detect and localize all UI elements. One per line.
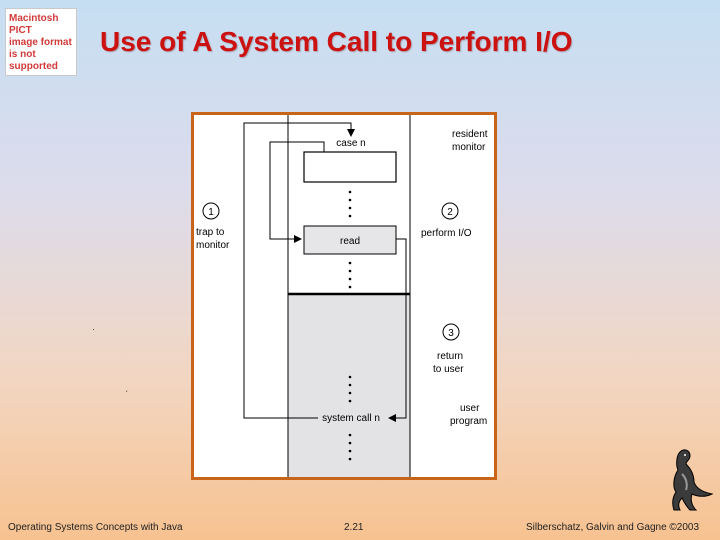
- step-3-label: return to user: [433, 351, 466, 375]
- stray-mark: ·: [92, 324, 95, 334]
- placeholder-line: Macintosh PICT: [9, 13, 73, 37]
- slide-title: Use of A System Call to Perform I/O: [100, 26, 660, 58]
- placeholder-line: is not supported: [9, 49, 73, 73]
- footer-slide-number: 2.21: [344, 522, 363, 533]
- read-label: read: [340, 236, 360, 247]
- case-box: [304, 152, 396, 182]
- unsupported-image-placeholder: Macintosh PICT image format is not suppo…: [5, 8, 77, 76]
- user-program-label: user program: [450, 403, 487, 427]
- placeholder-line: image format: [9, 37, 73, 49]
- footer-book-title: Operating Systems Concepts with Java: [8, 522, 183, 533]
- resident-monitor-label: resident monitor: [452, 129, 490, 153]
- step-1-label: trap to monitor: [196, 227, 230, 251]
- case-label: case n: [336, 138, 365, 149]
- system-call-diagram: case n read system call n resident monit…: [191, 112, 497, 480]
- step-1-number: 1: [208, 207, 214, 218]
- syscall-label: system call n: [322, 413, 380, 424]
- stray-mark: ˏ: [125, 382, 128, 392]
- diagram-svg: case n read system call n resident monit…: [194, 115, 494, 477]
- dinosaur-logo: [660, 446, 716, 521]
- step-3-number: 3: [448, 328, 454, 339]
- footer-copyright: Silberschatz, Galvin and Gagne ©2003: [526, 522, 699, 533]
- step-2-label: perform I/O: [421, 228, 472, 239]
- step-2-number: 2: [447, 207, 453, 218]
